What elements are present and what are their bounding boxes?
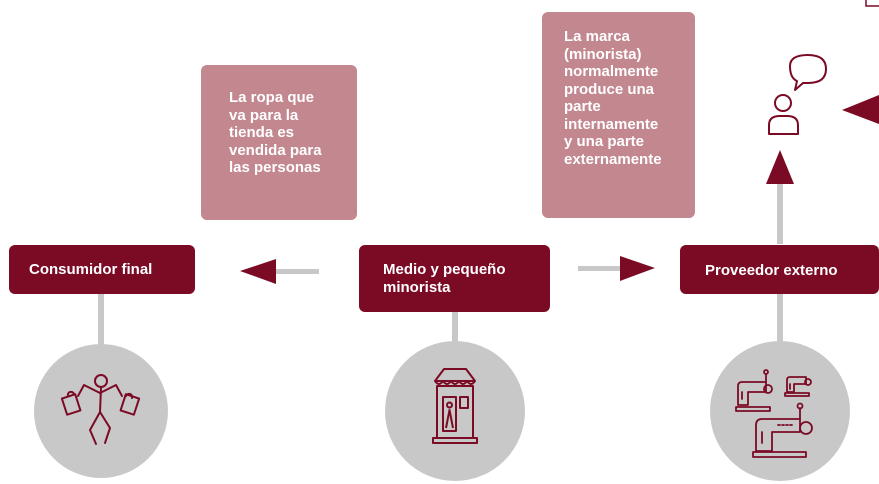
storefront-icon — [432, 368, 478, 444]
corner-mark — [865, 0, 879, 7]
connector-retailer — [452, 310, 458, 352]
supplier-circle — [710, 341, 850, 481]
node-proveedor-externo: Proveedor externo — [680, 245, 879, 294]
connector-up-supplier — [777, 180, 783, 244]
note-clothing-sold: La ropa que va para la tienda es vendida… — [201, 65, 357, 220]
shopper-with-bags-icon — [60, 374, 141, 445]
note-brand-production: La marca (minorista) normalmente produce… — [542, 12, 695, 218]
arrow-incoming — [842, 95, 879, 124]
node-consumidor-final: Consumidor final — [9, 245, 195, 294]
arrow-to-consumer — [240, 259, 319, 284]
node-retailer: Medio y pequeño minorista — [359, 245, 550, 312]
arrow-to-supplier — [578, 256, 655, 281]
arrow-up — [766, 150, 794, 184]
connector-supplier — [777, 292, 783, 350]
sewing-machines-icon — [735, 369, 813, 458]
connector-consumer — [98, 292, 104, 350]
person-with-speech-bubble-icon — [768, 54, 827, 135]
